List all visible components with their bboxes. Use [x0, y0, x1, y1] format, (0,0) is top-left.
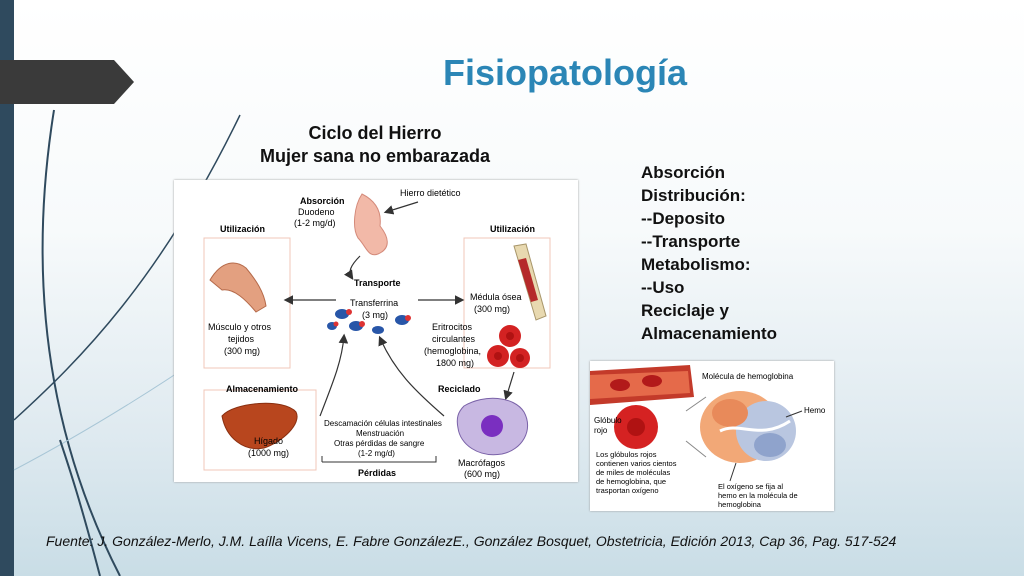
iron-cycle-diagram: Absorción Duodeno (1-2 mg/d) Hierro diet… [174, 180, 578, 482]
title-tab [0, 60, 134, 104]
eritrocitos-label-2: circulantes [432, 334, 476, 344]
transporte-label: Transporte [354, 278, 401, 288]
reciclado-label: Reciclado [438, 384, 481, 394]
medula-amount: (300 mg) [474, 304, 510, 314]
hb-desc-5: trasportan oxígeno [596, 486, 659, 495]
macrofagos-label: Macrófagos [458, 458, 506, 468]
cycle-title: Ciclo del Hierro Mujer sana no embarazad… [230, 122, 520, 168]
topic-item: --Deposito [641, 209, 726, 228]
hb-desc-1: Los glóbulos rojos [596, 450, 657, 459]
perdidas-line-4: (1-2 mg/d) [358, 449, 395, 458]
hemoglobin-illustration: Glóbulo rojo Los glóbulos rojos contiene… [590, 361, 834, 511]
topic-item: Absorción [641, 163, 726, 182]
transferrina-amount: (3 mg) [362, 310, 388, 320]
eritrocitos-label-1: Eritrocitos [432, 322, 473, 332]
topic-item: --Transporte [641, 232, 741, 251]
muscle-icon [209, 262, 267, 313]
iron-cycle-svg: Absorción Duodeno (1-2 mg/d) Hierro diet… [203, 188, 551, 479]
perdidas-line-3: Otras pérdidas de sangre [334, 439, 425, 448]
higado-label: Hígado [254, 436, 283, 446]
slide-title: Fisiopatología [442, 52, 687, 93]
globulo-label-2: rojo [594, 426, 608, 435]
hemoglobin-molecule-icon [700, 391, 796, 463]
hb-desc-3: de miles de moléculas [596, 468, 670, 477]
erythrocytes-icon [487, 325, 530, 368]
topic-item: --Uso [641, 278, 685, 297]
duodeno-label: Duodeno [298, 207, 335, 217]
oxigeno-line-3: hemoglobina [718, 500, 762, 509]
eritrocitos-label-3: (hemoglobina, [424, 346, 481, 356]
hemo-label: Hemo [804, 406, 826, 415]
topic-item: Reciclaje y [641, 301, 729, 320]
hb-desc-4: de hemoglobina, que [596, 477, 666, 486]
absorcion-label: Absorción [300, 196, 345, 206]
topic-item: Distribución: [641, 186, 746, 205]
perdidas-line-1: Descamación células intestinales [324, 419, 442, 428]
eritrocitos-label-4: 1800 mg) [436, 358, 474, 368]
topics-list: Absorción Distribución: --Deposito --Tra… [641, 161, 777, 345]
cycle-title-line2: Mujer sana no embarazada [259, 146, 491, 166]
duodeno-amount: (1-2 mg/d) [294, 218, 336, 228]
musculo-amount: (300 mg) [224, 346, 260, 356]
source-citation: Fuente: J. González-Merlo, J.M. Laílla V… [46, 533, 897, 549]
left-accent-band [0, 0, 14, 576]
musculo-label-2: tejidos [228, 334, 255, 344]
transferrina-label: Transferrina [350, 298, 398, 308]
oxigeno-line-2: hemo en la molécula de [718, 491, 798, 500]
transferrina-molecules [327, 309, 411, 334]
duodeno-icon [354, 193, 388, 256]
almacenamiento-label: Almacenamiento [226, 384, 299, 394]
cycle-title-line1: Ciclo del Hierro [308, 123, 442, 143]
topic-item: Metabolismo: [641, 255, 751, 274]
medula-label: Médula ósea [470, 292, 522, 302]
utilizacion-left-label: Utilización [220, 224, 265, 234]
perdidas-line-2: Menstruación [356, 429, 404, 438]
oxigeno-line-1: El oxígeno se fija al [718, 482, 783, 491]
hb-desc-2: contienen varios cientos [596, 459, 677, 468]
utilizacion-right-label: Utilización [490, 224, 535, 234]
almacenamiento-box [203, 389, 317, 471]
molecula-label: Molécula de hemoglobina [702, 372, 794, 381]
macrofagos-amount: (600 mg) [464, 469, 500, 479]
hierro-dietetico-label: Hierro dietético [400, 188, 461, 198]
perdidas-label: Pérdidas [358, 468, 396, 478]
liver-icon [221, 402, 298, 450]
globulo-label-1: Glóbulo [594, 416, 622, 425]
topic-item: Almacenamiento [641, 324, 778, 343]
hemoglobin-svg: Glóbulo rojo Los glóbulos rojos contiene… [590, 365, 826, 509]
musculo-label-1: Músculo y otros [208, 322, 272, 332]
higado-amount: (1000 mg) [248, 448, 289, 458]
